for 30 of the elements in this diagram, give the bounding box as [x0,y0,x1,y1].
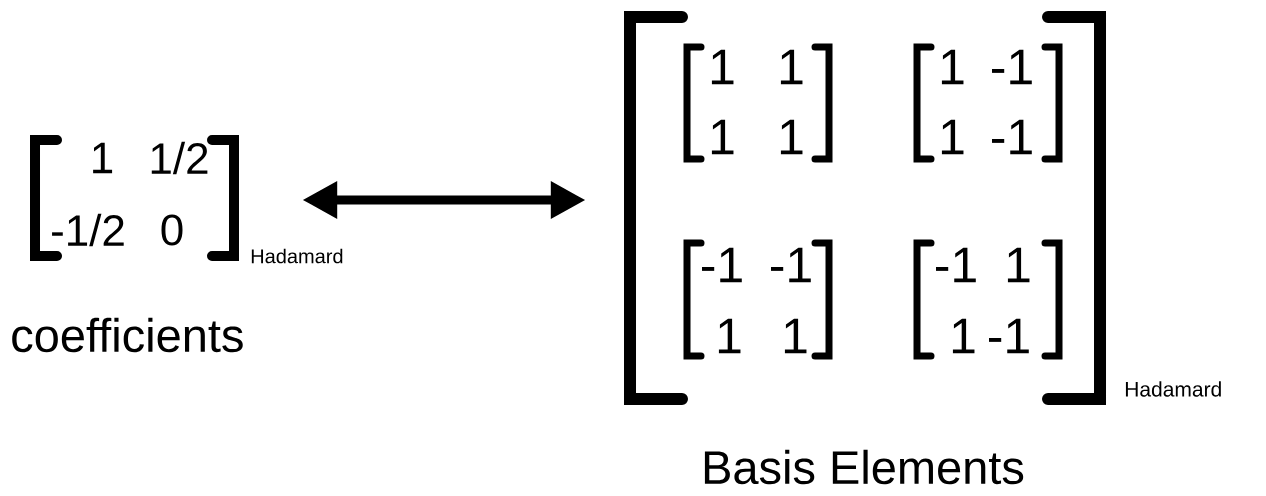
matrix [683,239,833,360]
matrix-entry: 1/2 [151,141,208,175]
matrix-entry: -1/2 [52,213,124,247]
matrix-entry: 1 [780,119,803,155]
matrix-entry: 0 [161,214,183,246]
node-label: Hadamard [1125,381,1221,397]
node-label: coefficients [12,317,243,353]
matrix-entry: 1 [780,49,803,85]
matrix [30,135,239,261]
matrix [624,11,1106,405]
matrix-entry: 1 [711,119,734,155]
matrix-entry: 1 [784,318,807,354]
matrix-entry: -1 [936,247,976,283]
matrix-entry: 1 [1007,247,1030,283]
matrix [913,43,1063,163]
matrix-entry: 1 [941,49,964,85]
matrix-entry: 1 [93,142,113,174]
matrix-entry: -1 [992,119,1032,155]
node-label: Hadamard [251,248,343,264]
matrix-entry: -1 [702,247,742,283]
matrix-entry: 1 [711,49,734,85]
matrix [913,239,1063,360]
matrix-entry: -1 [992,49,1032,85]
matrix-entry: 1 [941,119,964,155]
matrix [683,43,833,163]
matrix-entry: -1 [771,247,811,283]
matrix-entry: 1 [718,318,741,354]
node-label: Basis Elements [704,449,1024,485]
matrix-entry: -1 [989,318,1029,354]
matrix-entry: 1 [952,318,975,354]
